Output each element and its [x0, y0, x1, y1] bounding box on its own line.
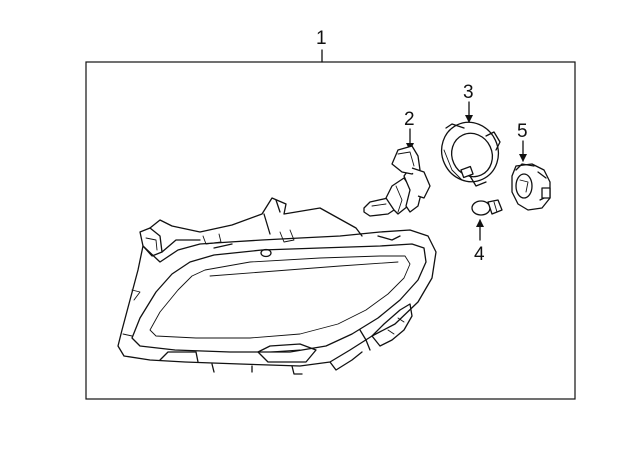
- diagram-frame: [85, 61, 576, 400]
- halogen-bulb-icon: [363, 145, 431, 217]
- retainer-ring-icon: [440, 121, 501, 187]
- bulb-socket-icon: [511, 163, 551, 211]
- headlamp-assembly-icon: [117, 197, 437, 375]
- callout-5-label: 5: [517, 121, 528, 142]
- callout-4-label: 4: [474, 244, 485, 265]
- callout-3-label: 3: [463, 82, 474, 103]
- callout-1-label: 1: [316, 28, 327, 49]
- callout-2-label: 2: [404, 109, 415, 130]
- wedge-bulb-icon: [471, 199, 503, 216]
